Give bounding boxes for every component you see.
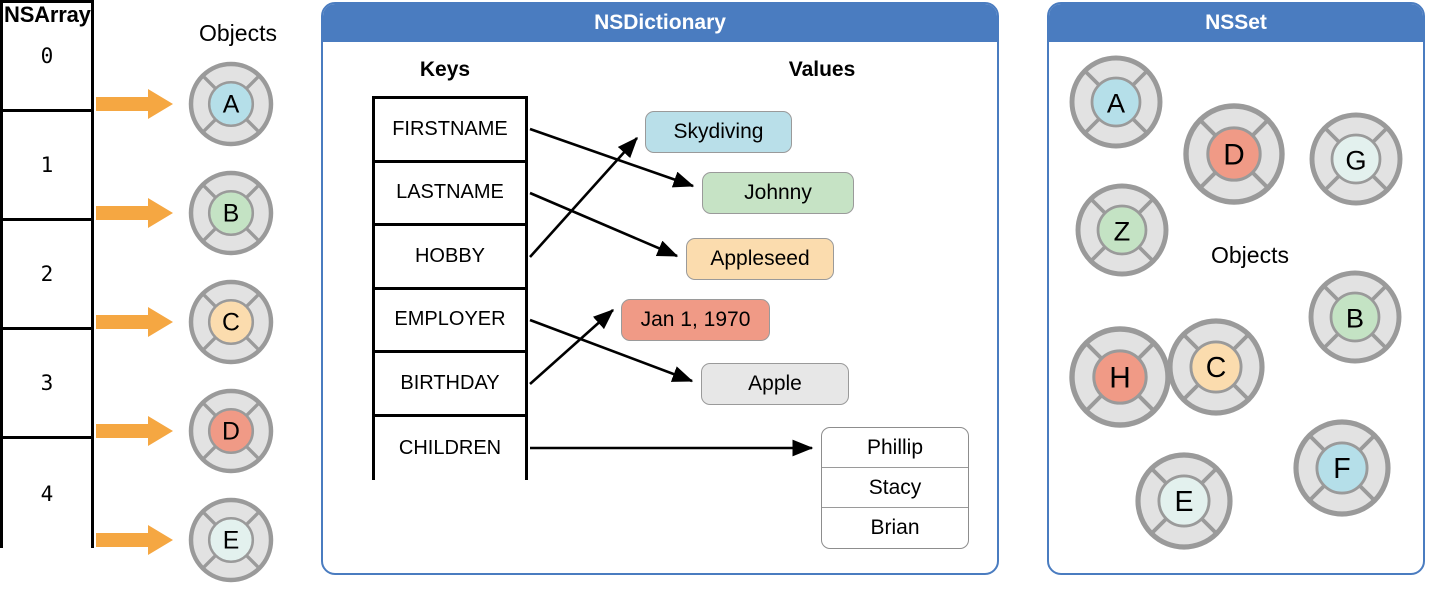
set-object-g[interactable]: G <box>1308 111 1404 207</box>
nsdictionary-title: NSDictionary <box>323 4 997 42</box>
dictionary-value-box[interactable]: Johnny <box>702 172 854 214</box>
svg-text:G: G <box>1345 145 1366 176</box>
dictionary-value-box[interactable]: Appleseed <box>686 238 834 280</box>
dictionary-key-cell[interactable]: CHILDREN <box>375 416 525 480</box>
dictionary-children-list: Phillip Stacy Brian <box>821 427 969 549</box>
set-object-h[interactable]: H <box>1068 325 1172 429</box>
dictionary-key-cell[interactable]: EMPLOYER <box>375 289 525 353</box>
dictionary-key-cell[interactable]: FIRSTNAME <box>375 99 525 163</box>
set-object-e[interactable]: E <box>1134 451 1234 551</box>
array-index-cell[interactable]: 1 <box>3 112 91 221</box>
nsarray-title: NSArray <box>4 2 91 27</box>
set-object-d[interactable]: D <box>1182 102 1286 206</box>
array-object-e[interactable]: E <box>187 496 275 584</box>
set-object-a[interactable]: A <box>1068 54 1164 150</box>
array-arrow <box>96 416 173 446</box>
nsarray-index-table: 0 1 2 3 4 <box>0 0 94 548</box>
array-arrow <box>96 89 173 119</box>
svg-text:C: C <box>1206 352 1227 384</box>
dictionary-value-box[interactable]: Apple <box>701 363 849 405</box>
svg-text:A: A <box>1107 88 1126 119</box>
dictionary-key-cell[interactable]: LASTNAME <box>375 162 525 226</box>
svg-text:H: H <box>1109 362 1131 395</box>
dictionary-key-cell[interactable]: BIRTHDAY <box>375 353 525 417</box>
array-object-b[interactable]: B <box>187 169 275 257</box>
set-object-b[interactable]: B <box>1307 269 1403 365</box>
array-index-cell[interactable]: 3 <box>3 330 91 439</box>
svg-text:D: D <box>1223 139 1245 172</box>
svg-text:B: B <box>223 201 240 228</box>
svg-text:E: E <box>1174 486 1193 518</box>
children-list-item[interactable]: Stacy <box>822 468 968 508</box>
set-object-f[interactable]: F <box>1292 418 1392 518</box>
array-index-cell[interactable]: 4 <box>3 439 91 548</box>
nsarray-objects-label: Objects <box>199 20 277 46</box>
children-list-item[interactable]: Brian <box>870 516 920 539</box>
svg-text:E: E <box>223 528 240 555</box>
array-arrow <box>96 525 173 555</box>
dictionary-keys-table: FIRSTNAME LASTNAME HOBBY EMPLOYER BIRTHD… <box>372 96 528 480</box>
set-object-c[interactable]: C <box>1166 317 1266 417</box>
array-arrow <box>96 198 173 228</box>
array-object-c[interactable]: C <box>187 278 275 366</box>
svg-text:B: B <box>1346 303 1364 334</box>
svg-text:Z: Z <box>1114 216 1131 247</box>
array-index-cell[interactable]: 0 <box>3 3 91 112</box>
svg-text:C: C <box>222 310 240 337</box>
array-object-d[interactable]: D <box>187 387 275 475</box>
svg-text:F: F <box>1333 453 1350 485</box>
nsset-title: NSSet <box>1049 4 1423 42</box>
svg-text:D: D <box>222 419 240 446</box>
dictionary-value-box[interactable]: Skydiving <box>645 111 792 153</box>
dictionary-key-cell[interactable]: HOBBY <box>375 226 525 290</box>
keys-column-header: Keys <box>419 58 471 81</box>
values-column-header: Values <box>788 58 856 81</box>
svg-text:A: A <box>223 92 240 119</box>
children-list-item[interactable]: Phillip <box>822 428 968 468</box>
array-arrow <box>96 307 173 337</box>
nsset-objects-label: Objects <box>1211 242 1289 268</box>
set-object-z[interactable]: Z <box>1074 182 1170 278</box>
array-index-cell[interactable]: 2 <box>3 221 91 330</box>
array-object-a[interactable]: A <box>187 60 275 148</box>
dictionary-value-box[interactable]: Jan 1, 1970 <box>621 299 770 341</box>
